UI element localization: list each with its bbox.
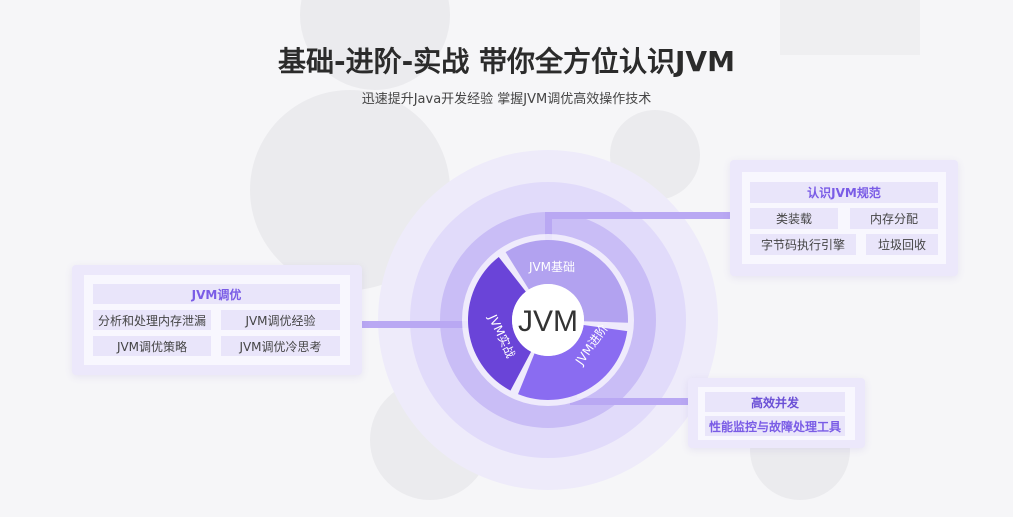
background-panel — [780, 0, 920, 55]
connector-left — [360, 321, 475, 328]
concurrency-card: 高效并发 性能监控与故障处理工具 — [688, 378, 865, 448]
segment-practice — [467, 256, 532, 391]
jvm-tuning-card: JVM调优 分析和处理内存泄漏 JVM调优经验 JVM调优策略 JVM调优冷思考 — [72, 265, 362, 375]
jvm-pie-chart: JVM JVM基础 JVM进阶 JVM实战 — [462, 234, 634, 406]
connector-bottom — [570, 398, 690, 405]
card-header: 高效并发 — [705, 392, 845, 412]
jvm-spec-card: 认识JVM规范 类装载 内存分配 字节码执行引擎 垃圾回收 — [730, 160, 958, 276]
card-item: 类装载 — [750, 208, 838, 229]
card-header: 认识JVM规范 — [750, 182, 938, 203]
connector-right-vertical — [545, 212, 552, 242]
card-item: 性能监控与故障处理工具 — [705, 416, 845, 436]
card-item: JVM调优策略 — [93, 336, 211, 356]
card-item: JVM调优冷思考 — [221, 336, 340, 356]
connector-right — [545, 212, 731, 219]
card-item: 垃圾回收 — [866, 234, 938, 255]
segment-label-basic: JVM基础 — [528, 260, 575, 274]
page-subtitle: 迅速提升Java开发经验 掌握JVM调优高效操作技术 — [361, 92, 652, 107]
segment-advanced — [518, 325, 628, 400]
page-title: 基础-进阶-实战 带你全方位认识JVM — [278, 45, 735, 78]
segment-basic — [505, 240, 628, 323]
card-item: 内存分配 — [850, 208, 938, 229]
card-header: JVM调优 — [93, 284, 340, 304]
card-item: 字节码执行引擎 — [750, 234, 856, 255]
card-item: JVM调优经验 — [221, 310, 340, 330]
pie-center — [512, 284, 584, 356]
card-item: 分析和处理内存泄漏 — [93, 310, 211, 330]
center-label: JVM — [518, 305, 578, 338]
